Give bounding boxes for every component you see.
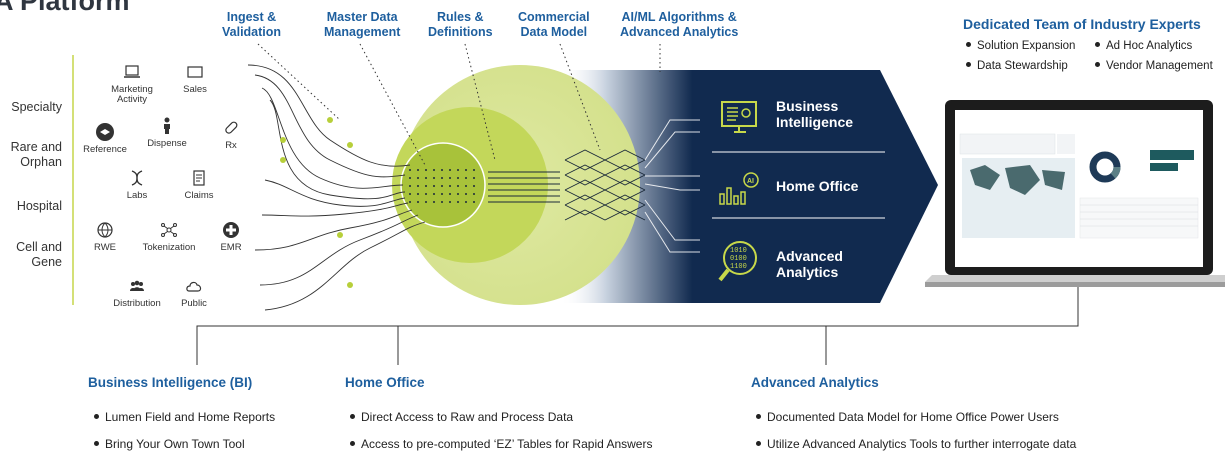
adv-analytics-bullet: Utilize Advanced Analytics Tools to furt… [756,437,1076,451]
source-marketing: Marketing Activity [95,62,169,105]
monitor-icon [187,66,203,78]
source-line-dots [280,117,353,288]
bi-section-title: Business Intelligence (BI) [88,375,253,390]
page-title: A Platform [0,0,130,16]
svg-text:AI: AI [747,178,754,185]
rule-lines [488,171,560,203]
output-bi-label: Business Intelligence [776,98,854,130]
chart-ai-icon: AI [719,172,759,205]
team-item: Ad Hoc Analytics [1095,40,1192,52]
source-rwe: RWE [68,220,142,253]
segment-hospital: Hospital [16,199,62,213]
adv-analytics-bullet: Documented Data Model for Home Office Po… [756,410,1059,424]
output-adv-label: Advanced Analytics [776,248,843,280]
stage-master-data: Master Data Management [324,10,401,39]
dna-icon [131,170,143,186]
chevron-separators [712,151,885,219]
source-claims: Claims [162,168,236,201]
magnifier-binary-icon: 1010 0100 1100 [718,241,757,282]
bi-bullet: Bring Your Own Town Tool [94,437,245,451]
home-office-bullet: Direct Access to Raw and Process Data [350,410,573,424]
source-rx: Rx [194,118,268,151]
segment-specialty: Specialty [11,100,62,114]
globe-icon [97,222,113,238]
pill-icon [225,121,238,134]
team-item: Data Stewardship [966,60,1068,72]
source-dispense: Dispense [130,116,204,149]
laptop-icon [124,65,140,78]
source-lines [247,64,426,311]
team-item: Solution Expansion [966,40,1075,52]
stage-rules: Rules & Definitions [428,10,493,39]
svg-text:1100: 1100 [730,263,747,271]
bi-monitor-icon [721,101,757,133]
source-sales: Sales [158,62,232,95]
team-title: Dedicated Team of Industry Experts [963,16,1201,32]
network-icon [161,223,177,237]
stage-ingest: Ingest & Validation [222,10,282,39]
svg-text:1010: 1010 [730,247,747,255]
person-icon [164,117,170,134]
dot-grid [409,169,475,203]
medical-cross-icon [223,222,239,238]
home-office-bullet: Access to pre-computed ‘EZ’ Tables for R… [350,437,652,451]
segment-rare-orphan: Rare and Orphan [10,140,62,169]
svg-text:0100: 0100 [730,255,747,263]
source-distribution: Distribution [100,276,174,309]
team-item: Vendor Management [1095,60,1213,72]
source-labs: Labs [100,168,174,201]
inner-circle [400,142,486,228]
dashboard-screenshot [959,133,1199,239]
stage-leaders [257,43,661,166]
bi-bullet: Lumen Field and Home Reports [94,410,275,424]
people-group-icon [130,280,144,291]
layers-icon [96,123,114,141]
network-mesh [564,149,646,221]
source-reference: Reference [68,122,142,155]
cloud-icon [186,281,202,292]
stage-ai-ml: AI/ML Algorithms & Advanced Analytics [620,10,739,39]
adv-analytics-section-title: Advanced Analytics [751,375,879,390]
fanout-lines [644,119,700,253]
home-office-section-title: Home Office [345,375,425,390]
output-home-office-label: Home Office [776,178,859,194]
source-emr: EMR [194,220,268,253]
source-public: Public [157,276,231,309]
document-icon [193,170,205,186]
segment-cell-gene: Cell and Gene [16,240,62,269]
source-tokenization: Tokenization [132,220,206,253]
stage-commercial-model: Commercial Data Model [518,10,590,39]
bottom-connectors [196,287,1079,365]
